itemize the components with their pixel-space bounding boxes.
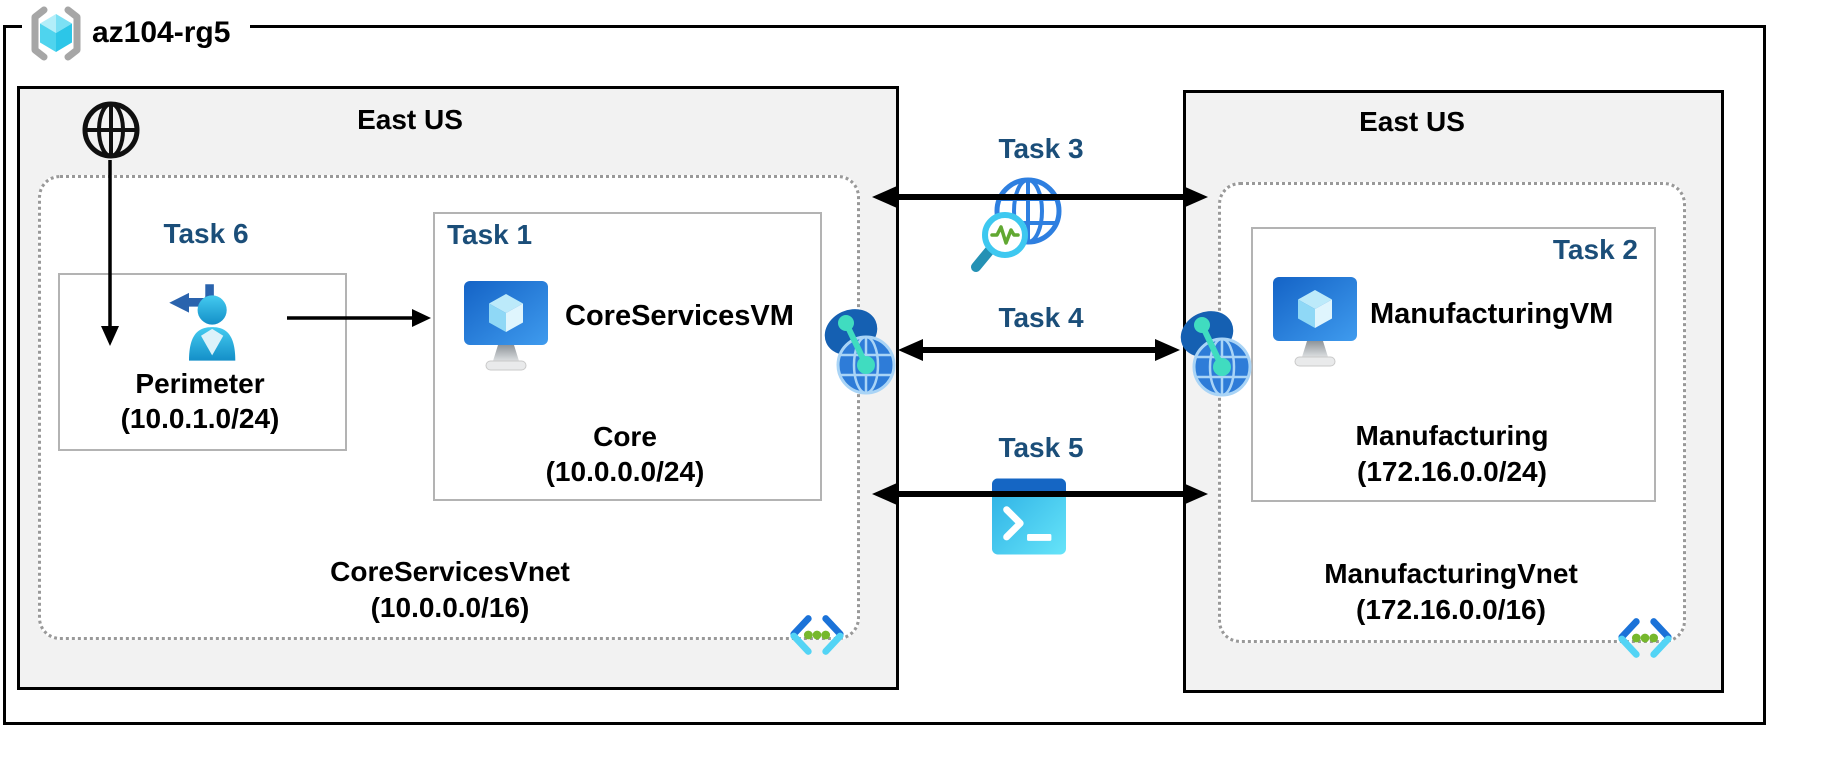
core-subnet-name: Core bbox=[593, 421, 657, 452]
manufacturing-subnet-cidr: (172.16.0.0/24) bbox=[1357, 456, 1547, 487]
internet-globe-icon bbox=[82, 101, 140, 159]
perimeter-subnet-name: Perimeter bbox=[135, 368, 265, 399]
core-subnet-cidr: (10.0.0.0/24) bbox=[545, 456, 705, 487]
vnet-peering-icon bbox=[1180, 311, 1252, 397]
task1-label: Task 1 bbox=[447, 219, 533, 250]
network-watcher-icon bbox=[971, 177, 1062, 272]
coreservices-vnet-name: CoreServicesVnet bbox=[330, 556, 570, 587]
task6-label: Task 6 bbox=[163, 218, 249, 249]
task4-label: Task 4 bbox=[998, 302, 1084, 333]
resource-group-title: az104-rg5 bbox=[92, 16, 231, 49]
resource-group-icon bbox=[31, 6, 81, 61]
virtual-machine-icon bbox=[464, 281, 548, 371]
task3-label: Task 3 bbox=[998, 133, 1084, 164]
manufacturing-vnet-label: ManufacturingVnet (172.16.0.0/16) bbox=[1251, 556, 1651, 628]
virtual-network-icon bbox=[790, 615, 844, 655]
task5-label: Task 5 bbox=[998, 432, 1084, 463]
left-region-location: East US bbox=[357, 104, 463, 135]
coreservices-vnet-cidr: (10.0.0.0/16) bbox=[370, 592, 530, 623]
manufacturing-vnet-cidr: (172.16.0.0/16) bbox=[1356, 594, 1546, 625]
manufacturing-vnet-name: ManufacturingVnet bbox=[1324, 558, 1578, 589]
sign-in-user-icon bbox=[169, 284, 236, 361]
coreservices-vnet-label: CoreServicesVnet (10.0.0.0/16) bbox=[250, 554, 650, 626]
virtual-network-icon bbox=[1618, 618, 1672, 658]
vnet-peering-icon bbox=[824, 309, 896, 395]
perimeter-subnet-cidr: (10.0.1.0/24) bbox=[120, 403, 280, 434]
right-region-location: East US bbox=[1359, 106, 1465, 137]
resource-group-box bbox=[3, 25, 1766, 725]
task2-label: Task 2 bbox=[1552, 234, 1638, 265]
manufacturing-subnet-name: Manufacturing bbox=[1355, 420, 1549, 451]
cloud-shell-icon bbox=[992, 478, 1066, 555]
core-vm-name: CoreServicesVM bbox=[565, 300, 794, 332]
virtual-machine-icon bbox=[1273, 277, 1357, 367]
manufacturing-vm-name: ManufacturingVM bbox=[1370, 298, 1614, 330]
